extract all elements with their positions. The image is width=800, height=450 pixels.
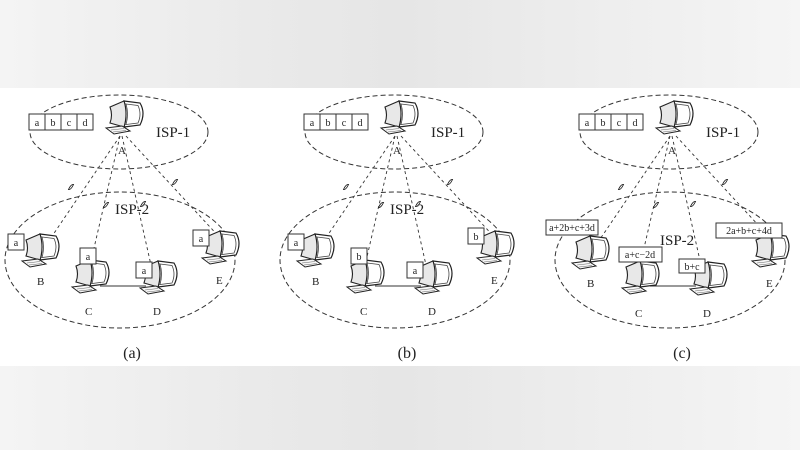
node-label-e: E — [766, 278, 773, 290]
node-label-d: D — [153, 306, 161, 318]
computer-icon — [751, 233, 790, 268]
coded-packet-e: 2a+b+c+4d — [726, 226, 772, 237]
computer-icon — [105, 100, 144, 135]
node-label-c: C — [360, 306, 367, 318]
packet-label: b — [51, 118, 56, 129]
node-label-d: D — [428, 306, 436, 318]
packet-row: a b c d — [28, 113, 94, 131]
isp2-ellipse — [554, 191, 786, 329]
link-marker — [378, 202, 384, 208]
node-label-b: B — [312, 276, 319, 288]
caption-b: (b) — [398, 345, 417, 362]
coded-packet-d: b+c — [684, 262, 700, 273]
node-label-e: E — [216, 275, 223, 287]
packet-label: d — [83, 118, 88, 129]
packet-label: d — [358, 118, 363, 129]
packet-label: a — [310, 118, 315, 129]
packet-label: c — [342, 118, 347, 129]
links — [593, 135, 773, 275]
isp1-ellipse — [304, 94, 484, 170]
isp1-label: ISP-1 — [156, 125, 190, 141]
link-marker — [172, 179, 178, 185]
caption-c: (c) — [673, 345, 691, 362]
figure-canvas: a b c d A B C D E ISP-1 ISP-2 a a a a (a… — [4, 94, 790, 362]
link-marker — [653, 202, 659, 208]
link-marker — [722, 179, 728, 185]
received-packet-c: b — [357, 252, 362, 263]
packet-label: c — [67, 118, 72, 129]
isp1-label: ISP-1 — [706, 125, 740, 141]
received-packet-d: a — [142, 266, 147, 277]
bottom-blur-band — [0, 366, 800, 450]
received-packet-e: a — [199, 234, 204, 245]
coded-packet-c: a+c−2d — [625, 250, 655, 261]
link-marker — [103, 202, 109, 208]
isp1-ellipse — [29, 94, 209, 170]
node-label-a: A — [668, 145, 676, 157]
packet-label: c — [617, 118, 622, 129]
node-label-b: B — [587, 278, 594, 290]
received-packet-b: a — [294, 238, 299, 249]
packet-label: d — [633, 118, 638, 129]
panel-b: a b c d A B C D E ISP-1 ISP-2 a b a b (b… — [279, 94, 515, 362]
isp2-label: ISP-2 — [115, 202, 149, 218]
top-blur-band — [0, 0, 800, 88]
isp1-ellipse — [579, 94, 759, 170]
isp2-ellipse — [279, 191, 511, 329]
node-label-a: A — [393, 145, 401, 157]
packet-label: a — [35, 118, 40, 129]
computer-icon — [21, 233, 60, 268]
links — [43, 135, 223, 275]
link-marker — [690, 201, 696, 207]
computer-icon — [571, 235, 610, 270]
node-label-c: C — [85, 306, 92, 318]
panel-c: a b c d A B C D E ISP-1 ISP-2 a+2b+c+3d … — [545, 94, 790, 362]
computer-icon — [621, 260, 660, 295]
caption-a: (a) — [123, 345, 141, 362]
computer-icon — [71, 259, 110, 294]
isp2-label: ISP-2 — [660, 233, 694, 249]
received-packet-c: a — [86, 252, 91, 263]
links — [318, 135, 498, 275]
packet-label: a — [585, 118, 590, 129]
link-marker — [68, 184, 74, 190]
link-marker — [343, 184, 349, 190]
panel-a: a b c d A B C D E ISP-1 ISP-2 a a a a (a… — [4, 94, 240, 362]
node-label-d: D — [703, 308, 711, 320]
computer-icon — [655, 100, 694, 135]
computer-icon — [380, 100, 419, 135]
packet-row: a b c d — [303, 113, 369, 131]
network-coding-figure: a b c d A B C D E ISP-1 ISP-2 a a a a (a… — [0, 88, 800, 366]
packet-label: b — [601, 118, 606, 129]
computer-icon — [346, 259, 385, 294]
received-packet-b: a — [14, 238, 19, 249]
link-marker — [447, 179, 453, 185]
link-marker — [618, 184, 624, 190]
isp2-label: ISP-2 — [390, 202, 424, 218]
isp1-label: ISP-1 — [431, 125, 465, 141]
node-label-a: A — [118, 145, 126, 157]
node-label-e: E — [491, 275, 498, 287]
node-label-c: C — [635, 308, 642, 320]
isp2-ellipse — [4, 191, 236, 329]
received-packet-e: b — [474, 232, 479, 243]
coded-packet-b: a+2b+c+3d — [549, 223, 595, 234]
node-label-b: B — [37, 276, 44, 288]
received-packet-d: a — [413, 266, 418, 277]
packet-label: b — [326, 118, 331, 129]
packet-row: a b c d — [578, 113, 644, 131]
